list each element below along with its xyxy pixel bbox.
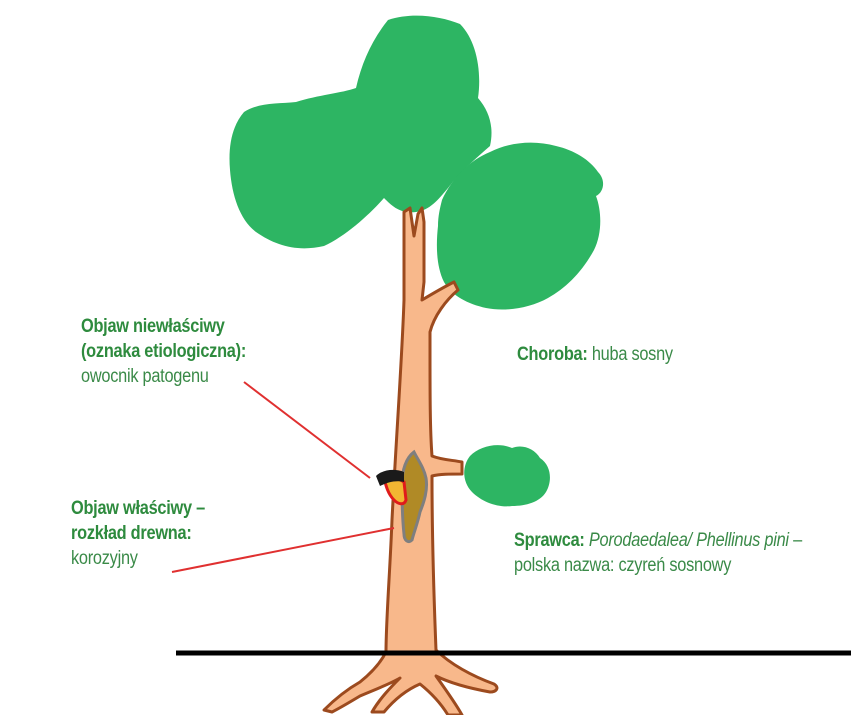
disease-label: Choroba: huba sosny bbox=[517, 342, 673, 367]
pathogen-latin-name: Porodaedalea/ Phellinus pini bbox=[585, 530, 789, 551]
pathogen-key: Sprawca: bbox=[514, 530, 585, 551]
disease-key: Choroba: bbox=[517, 344, 588, 365]
improper-symptom-label: Objaw niewłaściwy (oznaka etiologiczna):… bbox=[81, 314, 246, 389]
proper-symptom-line2: rozkład drewna: bbox=[71, 523, 192, 544]
improper-symptom-line1: Objaw niewłaściwy bbox=[81, 316, 225, 337]
improper-symptom-line3: owocnik patogenu bbox=[81, 366, 209, 387]
proper-symptom-label: Objaw właściwy – rozkład drewna: korozyj… bbox=[71, 496, 205, 571]
arrow-to-fruiting-body bbox=[244, 382, 370, 478]
proper-symptom-line3: korozyjny bbox=[71, 548, 138, 569]
disease-value: huba sosny bbox=[588, 344, 673, 365]
tree-crown-branch bbox=[464, 445, 550, 506]
proper-symptom-line1: Objaw właściwy – bbox=[71, 498, 205, 519]
arrow-to-wood-decay bbox=[172, 528, 394, 572]
pathogen-dash: – bbox=[789, 530, 802, 551]
pathogen-polish-name: polska nazwa: czyreń sosnowy bbox=[514, 555, 731, 576]
improper-symptom-line2: (oznaka etiologiczna): bbox=[81, 341, 246, 362]
pathogen-label: Sprawca: Porodaedalea/ Phellinus pini – … bbox=[514, 528, 802, 578]
